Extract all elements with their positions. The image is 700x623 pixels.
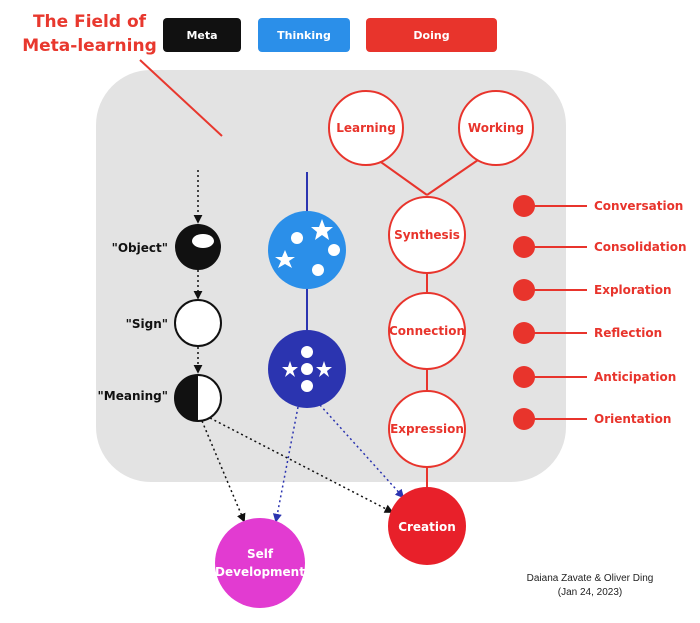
working-label: Working (468, 121, 524, 135)
working-to-synthesis (426, 159, 479, 196)
thinking-to-creation-arrow (319, 404, 405, 499)
meaning-icon (174, 374, 222, 422)
meaning-label: "Meaning" (98, 389, 168, 403)
right-list: Conversation Consolidation Exploration R… (513, 195, 687, 430)
legend-meta: Meta (163, 18, 241, 52)
meaning-to-creation-arrow (209, 417, 394, 513)
title-line-2: Meta-learning (22, 36, 157, 56)
thinking-circle-bottom (268, 330, 346, 408)
meaning-to-self-dev-arrow (201, 420, 246, 523)
object-icon (175, 224, 221, 270)
credit-date: (Jan 24, 2023) (557, 587, 623, 598)
self-development-node (215, 518, 305, 608)
orientation-label: Orientation (594, 412, 671, 426)
object-label: "Object" (112, 241, 168, 255)
synthesis-node (388, 196, 466, 274)
expression-label: Expression (390, 422, 464, 436)
learning-label: Learning (336, 121, 396, 135)
legend-thinking: Thinking (258, 18, 350, 52)
conversation-label: Conversation (594, 199, 683, 213)
legend-doing: Doing (366, 18, 497, 52)
creation-node (388, 487, 466, 565)
sign-label: "Sign" (126, 317, 168, 331)
title-line-1: The Field of (32, 12, 147, 32)
diagram-title: The Field of Meta-learning (22, 10, 157, 58)
consolidation-label: Consolidation (594, 240, 687, 254)
credit-authors: Daiana Zavate & Oliver Ding (526, 573, 654, 584)
credit: Daiana Zavate & Oliver Ding (Jan 24, 202… (505, 572, 675, 600)
connection-node (388, 292, 466, 370)
creation-label: Creation (398, 520, 456, 534)
working-node (458, 90, 534, 166)
reflection-label: Reflection (594, 326, 662, 340)
expression-node (388, 390, 466, 468)
self-development-line-2: Development (215, 565, 305, 579)
self-development-line-1: Self (247, 547, 274, 561)
thinking-circle-top (268, 211, 346, 289)
exploration-label: Exploration (594, 283, 672, 297)
thinking-to-self-dev-arrow (272, 406, 299, 523)
learning-to-synthesis (377, 159, 428, 196)
learning-node (328, 90, 404, 166)
anticipation-label: Anticipation (594, 370, 676, 384)
sign-icon (174, 299, 222, 347)
connection-label: Connection (389, 324, 465, 338)
title-pointer-line (139, 59, 223, 137)
synthesis-label: Synthesis (394, 228, 460, 242)
